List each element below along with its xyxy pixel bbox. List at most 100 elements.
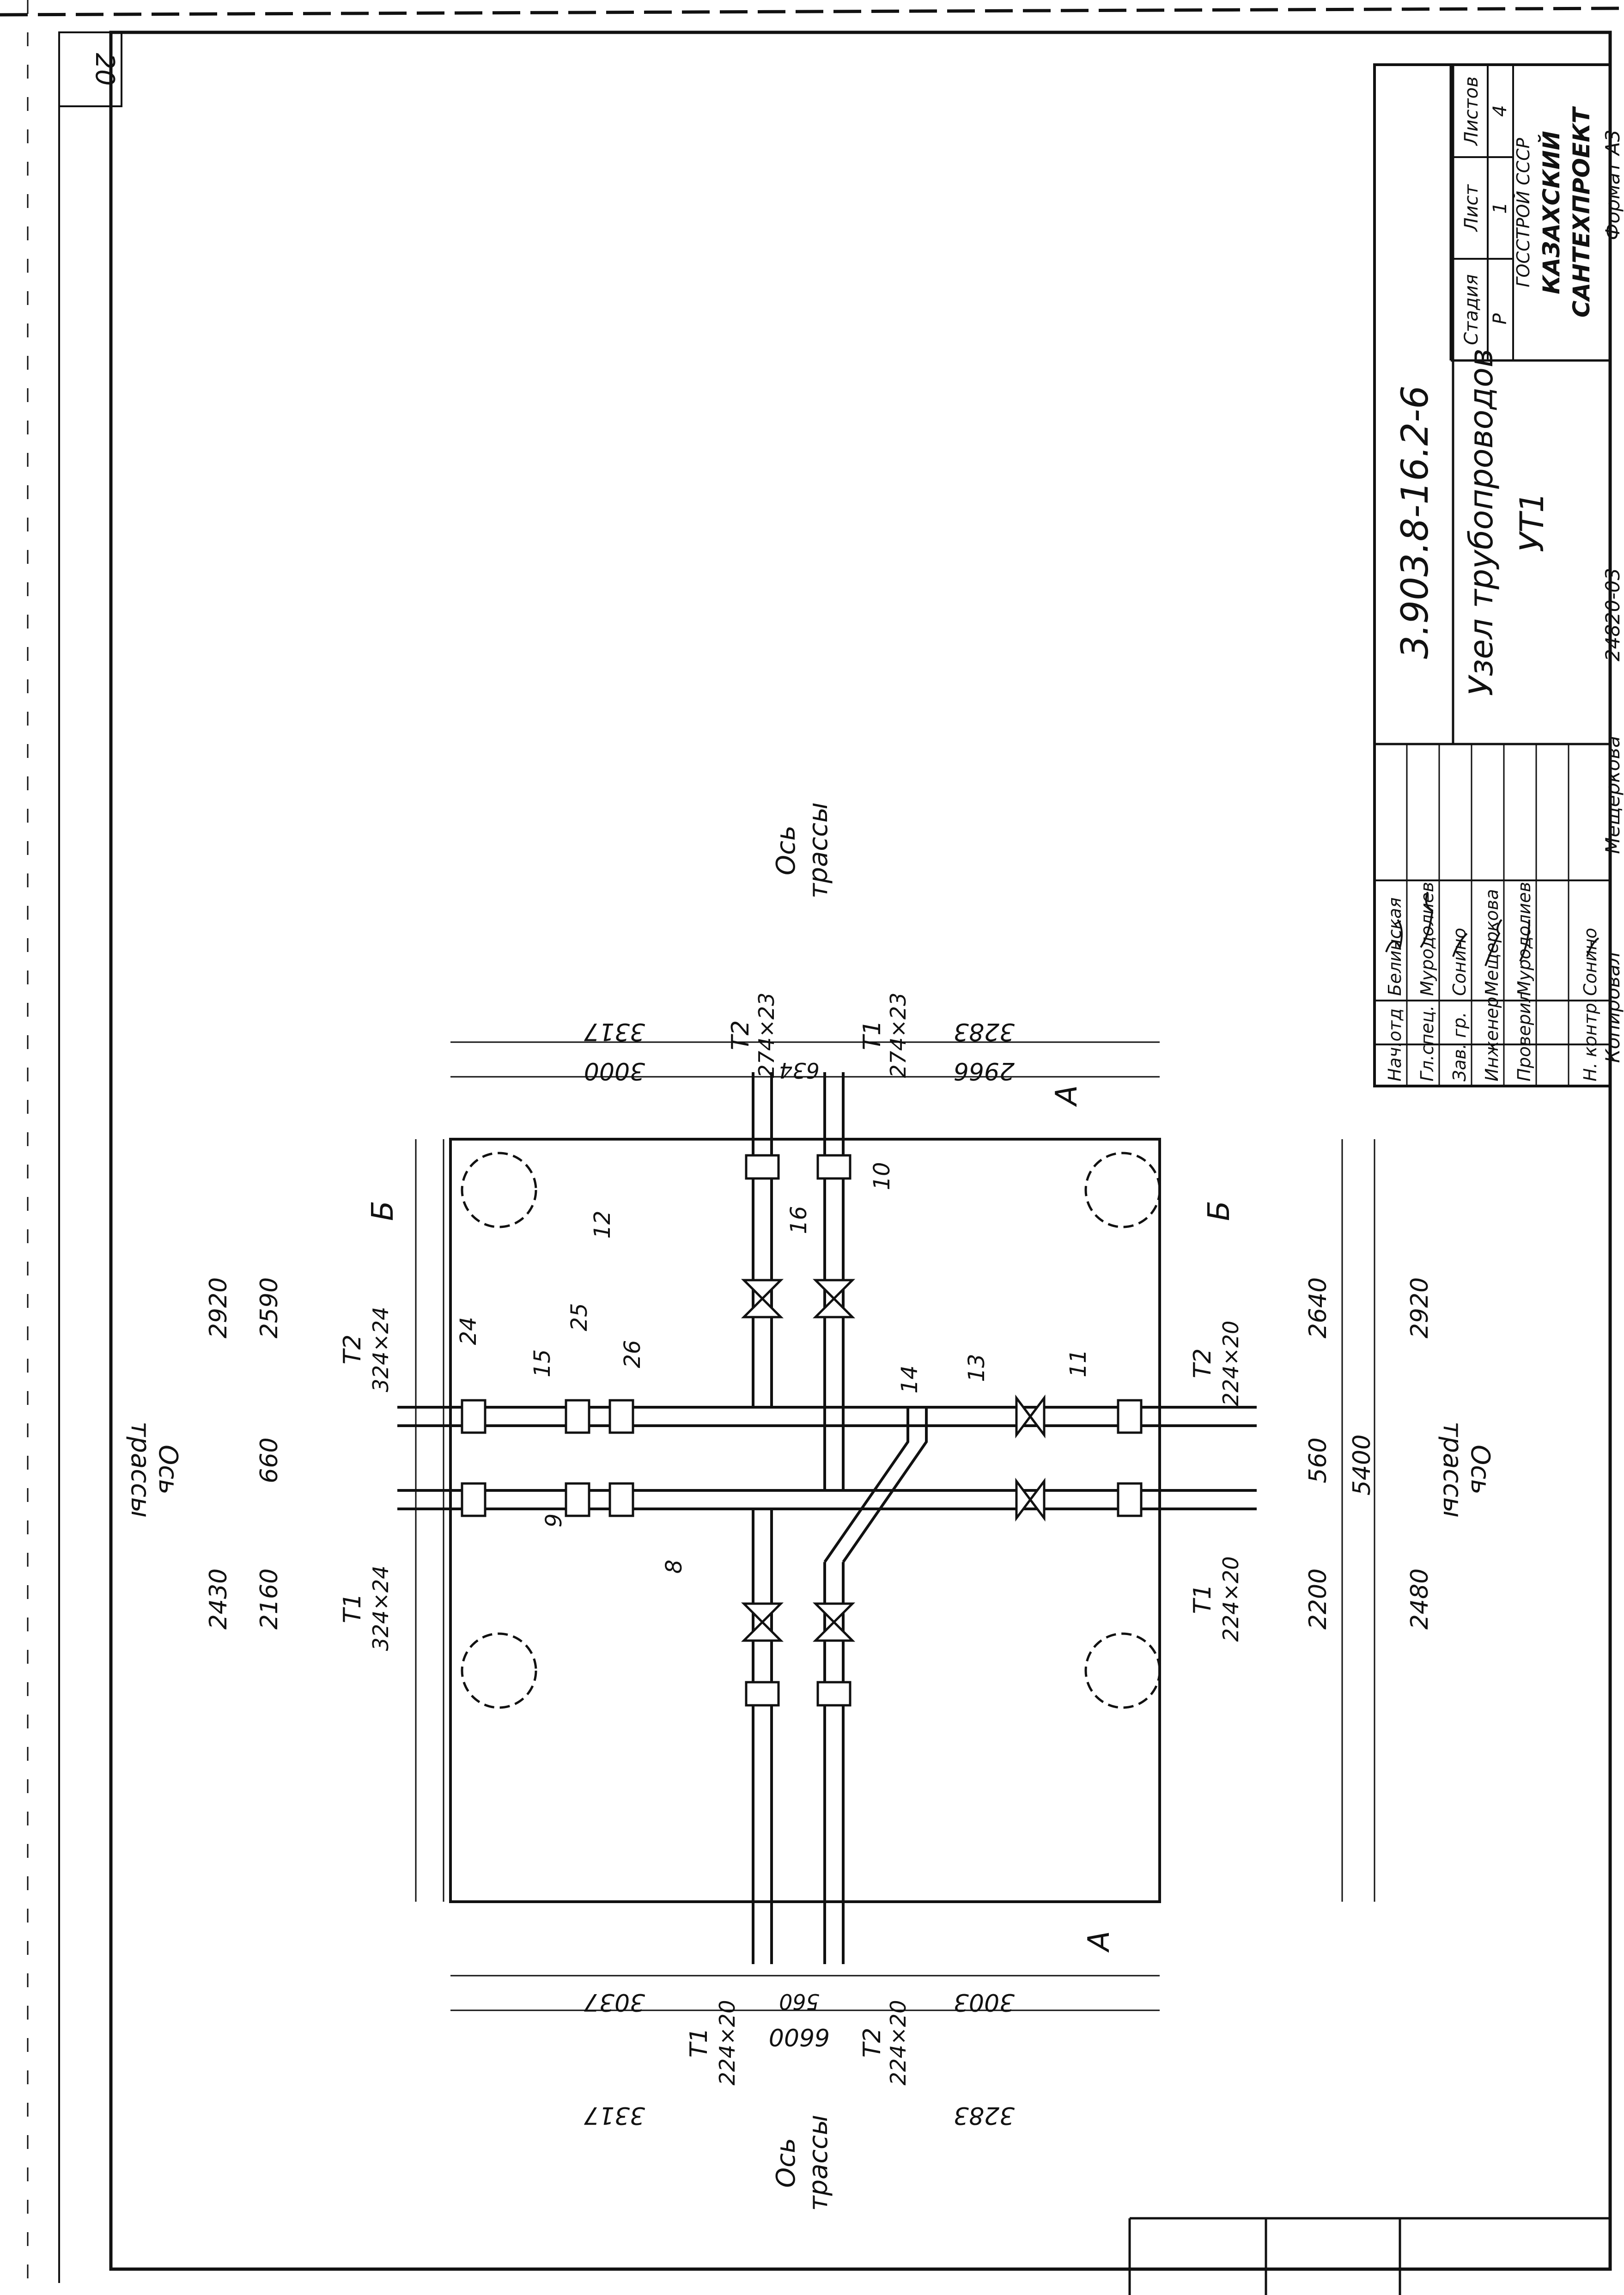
sig-role-2: Гл.спец. (1417, 1005, 1437, 1081)
pipe-size-t2-right: 224×20 (1218, 1321, 1243, 1406)
document-code: 3.903.8-16.2-6 (1393, 385, 1436, 659)
callout-9: 9 (541, 1514, 567, 1528)
copied-label: Копировал (1601, 952, 1624, 1063)
stage-header: Стадия (1461, 274, 1482, 345)
sheet-value: 1 (1490, 202, 1511, 214)
sig-role-7: Н. контр. (1580, 997, 1600, 1081)
corner-pit (1084, 1152, 1161, 1228)
copied-name: Мещеркова (1601, 736, 1624, 854)
valves (741, 1279, 1046, 1642)
sig-role-3: Зав. гр. (1449, 1012, 1470, 1081)
drawing-subtitle: УТ1 (1513, 492, 1551, 552)
pipe-size-t1-left: 324×24 (368, 1566, 393, 1651)
sheets-value: 4 (1490, 105, 1511, 116)
pipe-label-t2-top: Т2 (727, 1020, 754, 1050)
callout-15: 15 (529, 1349, 555, 1377)
dim-bottom-5: 3283 (954, 2101, 1015, 2129)
sig-name-5: Муродолиев (1514, 882, 1534, 996)
pipe-label-t1-bottom: Т1 (685, 2028, 713, 2058)
pipe-size-t1-top: 274×23 (886, 993, 911, 1078)
sig-name-4: Мещеркова (1482, 889, 1502, 996)
axis-label-bottom: Ось (771, 2138, 801, 2188)
pipe-size-t2-bottom: 224×20 (886, 2000, 911, 2086)
title-block (1373, 63, 1612, 1087)
callout-8: 8 (661, 1560, 687, 1574)
stage-value: Р (1490, 313, 1511, 324)
axis-label-left: Ось (153, 1445, 183, 1495)
pipe-size-t1-right: 224×20 (1218, 1556, 1243, 1642)
dim-left-4: 2430 (205, 1569, 232, 1630)
section-b-right: Б (1202, 1201, 1236, 1221)
sig-role-1: Нач.отд (1385, 1008, 1405, 1081)
dim-top-1: 3317 (584, 1018, 645, 1045)
callout-24: 24 (456, 1317, 481, 1345)
section-b-left: Б (366, 1201, 400, 1221)
sig-role-5: Проверил (1514, 991, 1534, 1081)
dim-right-2: 560 (1304, 1437, 1332, 1483)
dimension-lines (415, 1041, 1375, 2011)
pipe-label-t1-left: Т1 (339, 1593, 366, 1624)
dim-top-5: 2966 (954, 1057, 1015, 1085)
pipe-t1-main (397, 1489, 1257, 1510)
corner-pit (461, 1632, 537, 1709)
sig-role-4: Инженер (1482, 997, 1502, 1081)
format-label: Формат А3 (1601, 129, 1624, 240)
section-a-top: А (1050, 1085, 1084, 1107)
dim-right-3: 2200 (1304, 1569, 1332, 1630)
section-a-bottom: А (1082, 1931, 1116, 1953)
sig-name-2: Муродолиев (1417, 882, 1437, 996)
signature-marks (1385, 891, 1600, 966)
pipe-size-t1-bottom: 224×20 (715, 2000, 740, 2086)
dim-left-3: 660 (255, 1437, 283, 1483)
chamber-outline (449, 1138, 1161, 1903)
dim-right-4: 2920 (1406, 1277, 1434, 1338)
dim-bottom-2: 560 (779, 1989, 820, 2014)
bottom-stamp (1128, 2217, 1610, 2295)
axis-label-right: Ось (1465, 1445, 1495, 1495)
pipe-label-t2-bottom: Т2 (858, 2028, 886, 2058)
flanges (461, 1154, 1143, 1707)
dim-width: 5400 (1348, 1434, 1376, 1495)
dim-bottom-3: 3003 (954, 1988, 1015, 2016)
axis-label-right-2: трассы (1437, 1422, 1467, 1518)
pipe-label-t1-top: Т1 (858, 1020, 886, 1050)
callout-26: 26 (620, 1340, 645, 1368)
callout-12: 12 (590, 1210, 615, 1239)
callout-25: 25 (566, 1303, 592, 1331)
inventory-number: 24820-03 (1601, 568, 1624, 661)
org-line-3: САНТЕХПРОЕКТ (1568, 106, 1595, 317)
callout-10: 10 (869, 1162, 895, 1190)
axis-label-left-2: трассы (125, 1422, 155, 1518)
dim-bottom-1: 3037 (584, 1988, 645, 2016)
dim-top-2: 3283 (954, 1018, 1015, 1045)
callout-14: 14 (897, 1365, 923, 1393)
dim-left-5: 2160 (255, 1569, 283, 1630)
pipe-label-t2-left: Т2 (339, 1335, 366, 1365)
pipe-label-t1-right: Т1 (1189, 1584, 1216, 1614)
position-callouts: 24 15 25 26 9 8 12 10 16 14 13 11 (456, 1162, 1091, 1574)
dim-top-3: 3000 (584, 1057, 645, 1085)
dim-right-5: 2480 (1406, 1569, 1434, 1630)
sheet-header: Лист (1461, 184, 1482, 232)
branch-pipes-bottom (752, 1407, 928, 1964)
axis-label-top: Ось (771, 825, 801, 875)
axis-label-top-2: трассы (803, 802, 833, 898)
dim-length: 6600 (769, 2023, 830, 2051)
org-line-2: КАЗАХСКИЙ (1538, 131, 1565, 294)
page-number: 20 (90, 53, 120, 85)
callout-13: 13 (964, 1354, 990, 1382)
corner-pit (1084, 1632, 1161, 1709)
pipe-size-t2-top: 274×23 (754, 993, 779, 1078)
pipe-size-t2-left: 324×24 (368, 1307, 393, 1392)
dim-right-1: 2640 (1304, 1277, 1332, 1338)
drawing-title: Узел трубопроводов (1462, 348, 1500, 696)
sig-name-3: Сонино (1449, 928, 1470, 996)
dim-left-2: 2590 (255, 1277, 283, 1338)
pipe-label-t2-right: Т2 (1189, 1349, 1216, 1379)
corner-pit (461, 1152, 537, 1228)
axis-label-bottom-2: трассы (803, 2115, 833, 2211)
pipe-t2-main (397, 1406, 1257, 1427)
callout-11: 11 (1065, 1349, 1091, 1377)
